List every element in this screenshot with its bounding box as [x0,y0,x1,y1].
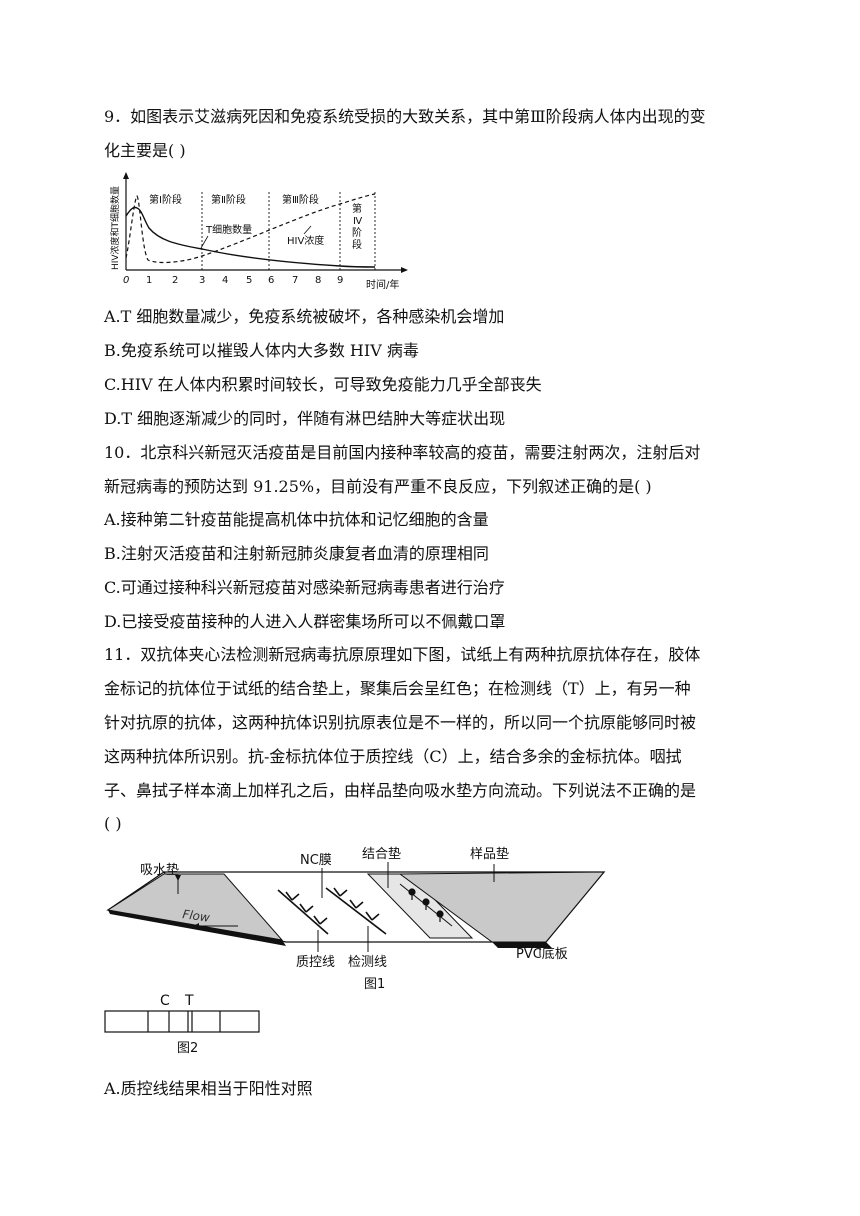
t-cell-pointer [200,235,209,249]
figure-y-axis-label: HIV浓度和T细胞数量 [109,186,121,270]
hiv-curve [125,193,376,264]
stage-2-label: 第Ⅱ阶段 [211,193,246,206]
q11-stem-line-6: ( ) [104,814,122,833]
stage-4-label-3: 阶 [352,226,362,239]
sample-pad-face [492,942,552,948]
test-line-antibodies [325,887,387,935]
result-strip-figure: C T 图2 [104,993,260,1056]
figure2-caption: 图2 [177,1041,198,1056]
q9-option-b: B.免疫系统可以摧毁人体内大多数 HIV 病毒 [104,341,419,360]
q9-option-a: A.T 细胞数量减少，免疫系统被破坏，各种感染机会增加 [104,307,505,326]
stage-1-label: 第Ⅰ阶段 [149,193,182,206]
x-tick-1: 1 [146,275,152,286]
control-line-antibodies [277,889,329,935]
conjugate-pad [366,873,474,939]
figure1-caption: 图1 [364,977,385,992]
absorbent-pad-label: 吸水垫 [140,862,179,878]
q11-stem-line-1: 11．双抗体夹心法检测新冠病毒抗原原理如下图，试纸上有两种抗原抗体存在，胶体 [104,645,701,664]
t-cell-curve [125,206,376,268]
q11-stem-line-3: 针对抗原的抗体，这两种抗体识别抗原表位是不一样的，所以同一个抗原能够同时被 [104,713,697,732]
pvc-backing-label: PVC底板 [516,946,568,962]
t-cell-curve-label: T细胞数量 [205,223,252,236]
q10-option-b: B.注射灭活疫苗和注射新冠肺炎康复者血清的原理相同 [104,544,489,563]
figure-y-axis-arrow [123,172,129,179]
stage-4-label-2: Ⅳ [353,216,363,227]
x-axis-label: 时间/年 [366,278,399,290]
figure2-t-label: T [184,993,194,1009]
x-tick-9: 9 [337,275,343,286]
x-tick-3: 3 [199,275,205,286]
hiv-pointer [303,225,312,235]
q10-stem-line-2: 新冠病毒的预防达到 91.25%，目前没有严重不良反应，下列叙述正确的是( ) [104,477,652,496]
hiv-t-cell-figure: HIV浓度和T细胞数量 第Ⅰ阶段 第Ⅱ阶段 第Ⅲ阶段 第 Ⅳ 阶 段 T细胞数量… [109,172,408,290]
hiv-curve-label: HIV浓度 [287,234,324,247]
q10-stem-line-1: 10．北京科兴新冠灭活疫苗是目前国内接种率较高的疫苗，需要注射两次，注射后对 [104,443,701,462]
flow-label: Flow [182,907,211,925]
q11-option-a: A.质控线结果相当于阳性对照 [104,1079,313,1098]
sample-pad-label: 样品垫 [470,846,509,862]
q10-option-d: D.已接受疫苗接种的人进入人群密集场所可以不佩戴口罩 [104,612,506,631]
x-tick-7: 7 [292,275,298,286]
x-tick-6: 6 [268,275,274,286]
q9-stem-line-2: 化主要是( ) [104,141,186,160]
q11-stem-line-4: 这两种抗体所识别。抗-金标抗体位于质控线（C）上，结合多余的金标抗体。咽拭 [104,747,682,766]
x-tick-5: 5 [246,275,252,286]
q11-stem-line-5: 子、鼻拭子样本滴上加样孔之后，由样品垫向吸水垫方向流动。下列说法不正确的是 [104,781,697,800]
q9-stem-line-1: 9．如图表示艾滋病死因和免疫系统受损的大致关系，其中第Ⅲ阶段病人体内出现的变 [104,107,706,126]
x-tick-0: 0 [123,275,129,286]
stage-3-label: 第Ⅲ阶段 [282,193,319,206]
control-line-label: 质控线 [296,955,335,970]
q11-stem-line-2: 金标记的抗体位于试纸的结合垫上，聚集后会呈红色；在检测线（T）上，有另一种 [104,679,691,698]
stage-4-label-1: 第 [352,202,362,215]
conjugate-pad-label: 结合垫 [362,846,401,862]
test-strip-figure: Flow 吸水垫 NC膜 结合垫 样品垫 质控线 检测线 PVC底板 图1 [106,846,606,992]
x-tick-8: 8 [315,275,321,286]
stage-4-label-4: 段 [352,238,362,251]
q10-option-c: C.可通过接种科兴新冠疫苗对感染新冠病毒患者进行治疗 [104,578,505,597]
figure2-c-label: C [160,993,170,1009]
gold-antibodies [399,883,453,927]
x-tick-2: 2 [172,275,178,286]
nc-membrane-label: NC膜 [300,853,332,868]
q9-option-c: C.HIV 在人体内积累时间较长，可导致免疫能力几乎全部丧失 [104,375,542,394]
x-tick-4: 4 [222,275,228,286]
test-line-label: 检测线 [348,955,387,970]
figure-x-axis-arrow [401,267,408,273]
q9-option-d: D.T 细胞逐渐减少的同时，伴随有淋巴结肿大等症状出现 [104,409,506,428]
result-strip-outline [104,1010,260,1033]
q10-option-a: A.接种第二针疫苗能提高机体中抗体和记忆细胞的含量 [104,510,489,529]
